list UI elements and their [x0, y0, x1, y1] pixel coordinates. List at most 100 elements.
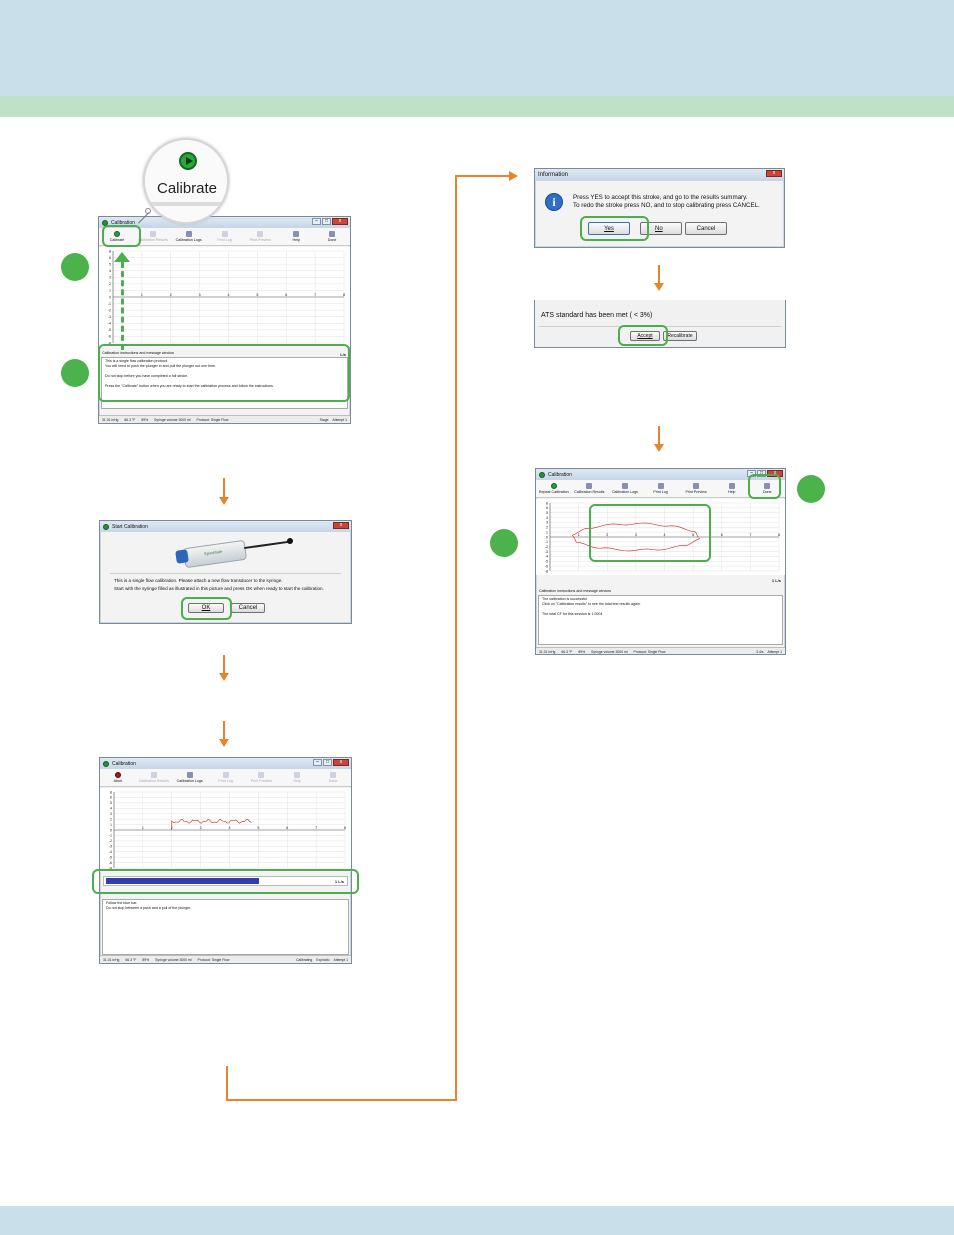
cancel-button[interactable]: Cancel — [685, 222, 727, 235]
y-tick-label: 5 — [110, 801, 112, 805]
help-button[interactable]: Help — [278, 228, 314, 245]
x-tick-label: 5 — [256, 293, 258, 297]
footer-band — [0, 1206, 954, 1235]
toolbar-button-label: Abort — [113, 779, 123, 783]
results-icon — [586, 483, 593, 489]
calibration-results-button[interactable]: Calibration Results — [135, 228, 171, 245]
calibration-logs-button[interactable]: Calibration Logs — [171, 228, 207, 245]
toolbar-button-label: Calibration Results — [574, 490, 605, 494]
cancel-button[interactable]: Cancel — [231, 603, 265, 613]
print-log-button[interactable]: Print Log — [207, 228, 243, 245]
window-title: Start Calibration — [112, 523, 148, 530]
y-tick-label: -3 — [545, 550, 548, 554]
preview-icon — [257, 231, 264, 237]
calibration-results-button[interactable]: Calibration Results — [136, 769, 172, 786]
syringe-plunger — [244, 540, 288, 550]
flow-arrow-down — [219, 478, 229, 505]
status-field: 3.4/s — [756, 649, 764, 654]
abort-button[interactable]: Abort — [100, 769, 136, 786]
y-tick-label: -4 — [545, 555, 548, 559]
calibrate-button[interactable]: Calibrate — [99, 228, 135, 245]
dashed-up-arrow — [121, 262, 124, 350]
toolbar-button-label: Print Preview — [249, 238, 271, 242]
ok-button[interactable]: OK — [188, 603, 224, 613]
message-line: You will need to push the plunger in and… — [105, 364, 216, 368]
close-icon[interactable]: x — [766, 170, 782, 177]
y-tick-label: 3 — [109, 276, 111, 280]
calibration-logs-button[interactable]: Calibration Logs — [607, 480, 643, 497]
play-icon — [179, 152, 197, 170]
print-log-button[interactable]: Print Log — [643, 480, 679, 497]
x-tick-label: 1 — [578, 533, 580, 537]
logs-icon — [621, 483, 628, 489]
y-tick-label: 2 — [109, 282, 111, 286]
repeat-calibration-button[interactable]: Repeat Calibration — [536, 480, 572, 497]
accept-button[interactable]: Accept — [630, 331, 660, 341]
status-field: Protocol: Single Flow — [196, 417, 229, 422]
x-tick-label: 4 — [228, 293, 230, 297]
maximize-icon[interactable]: □ — [323, 759, 332, 766]
title-bar: Calibration –□x — [100, 758, 351, 769]
x-tick-label: 7 — [749, 533, 751, 537]
printer-icon — [221, 231, 228, 237]
y-tick-label: -1 — [108, 302, 111, 306]
help-button[interactable]: Help — [279, 769, 315, 786]
recalibrate-button[interactable]: Recalibrate — [663, 331, 697, 341]
print-preview-button[interactable]: Print Preview — [242, 228, 278, 245]
status-field: 89% — [142, 957, 150, 962]
message-line: Do not stop between a push and a pull of… — [106, 906, 192, 910]
y-tick-label: 1 — [110, 823, 112, 827]
yes-highlight — [580, 216, 649, 241]
maximize-icon[interactable]: □ — [322, 218, 331, 225]
x-tick-label: 6 — [285, 293, 287, 297]
progress-track: 1 L/s — [103, 876, 348, 886]
close-icon[interactable]: x — [332, 218, 348, 225]
no-button-label: No — [655, 225, 663, 232]
minimize-icon[interactable]: – — [313, 759, 322, 766]
accept-highlight — [618, 325, 668, 346]
done-button[interactable]: Done — [315, 769, 351, 786]
plunger-knob — [287, 538, 293, 544]
help-button[interactable]: Help — [714, 480, 750, 497]
play-icon — [113, 231, 120, 237]
y-tick-label: -6 — [108, 335, 111, 339]
calibration-results-button[interactable]: Calibration Results — [572, 480, 608, 497]
yes-button[interactable]: Yes — [588, 222, 630, 235]
dialog-divider — [110, 573, 341, 574]
toolbar-button-label: Calibration Results — [137, 238, 168, 242]
status-field: 89% — [578, 649, 586, 654]
maximize-icon[interactable]: □ — [757, 470, 766, 477]
done-button[interactable]: Done — [749, 480, 785, 497]
print-log-button[interactable]: Print Log — [208, 769, 244, 786]
recalibrate-button-label: Recalibrate — [667, 333, 693, 339]
print-preview-button[interactable]: Print Preview — [243, 769, 279, 786]
y-tick-label: 8 — [110, 790, 112, 794]
toolbar-button-label: Calibrate — [109, 238, 125, 242]
minimize-icon[interactable]: – — [312, 218, 321, 225]
calibrate-magnifier: Calibrate — [143, 138, 229, 224]
calibration-logs-button[interactable]: Calibration Logs — [172, 769, 208, 786]
x-tick-label: 2 — [170, 293, 172, 297]
message-line: The calibration is successful — [542, 597, 587, 601]
syringe-nozzle — [175, 549, 189, 564]
message-line: The total CF for this session is 1.0004 — [542, 612, 603, 616]
y-tick-label: -5 — [109, 855, 112, 859]
done-button[interactable]: Done — [314, 228, 350, 245]
print-preview-button[interactable]: Print Preview — [678, 480, 714, 497]
status-field: Protocol: Single Flow — [197, 957, 230, 962]
status-field: Stage — [319, 417, 329, 422]
no-button[interactable]: No — [640, 222, 682, 235]
status-field: 66.3 °F — [125, 957, 137, 962]
status-field: Attempt 1 — [333, 957, 348, 962]
status-field: Syringe volume 3000 ml — [155, 957, 192, 962]
y-tick-label: -8 — [108, 341, 111, 345]
close-icon[interactable]: x — [333, 522, 349, 529]
flow-connector — [455, 175, 511, 177]
close-icon[interactable]: x — [333, 759, 349, 766]
logs-icon — [186, 772, 193, 778]
